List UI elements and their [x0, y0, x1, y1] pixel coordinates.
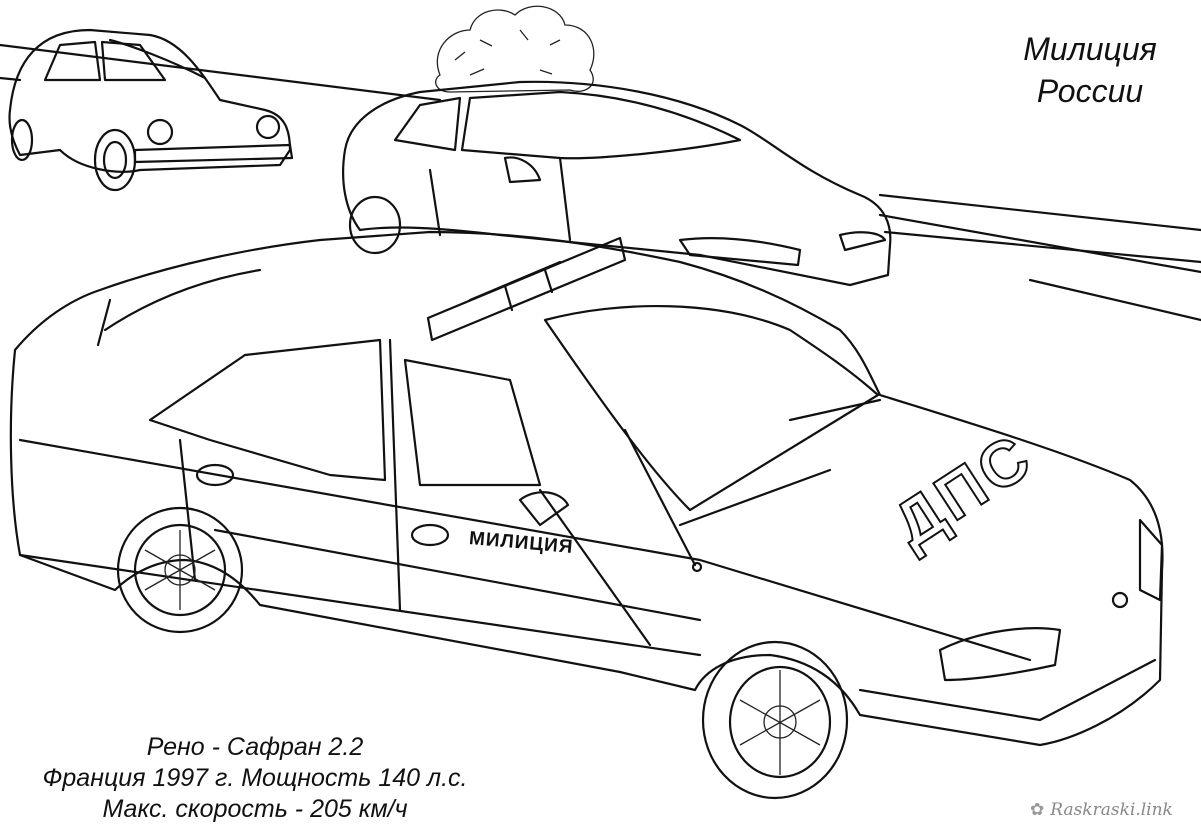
- caption-line-3: Макс. скорость - 205 км/ч: [102, 795, 408, 823]
- car-caption: Рено - Сафран 2.2 Франция 1997 г. Мощнос…: [0, 732, 510, 825]
- road-lines: [0, 43, 1201, 322]
- watermark-text: Raskraski.link: [1050, 800, 1173, 820]
- title-line-2: России: [1036, 73, 1144, 109]
- coupe-car: [342, 80, 892, 287]
- tree-icon: [435, 5, 595, 93]
- police-car: [9, 230, 1164, 800]
- beetle-car: [8, 28, 294, 192]
- page-title: Милиция России: [990, 28, 1190, 112]
- flower-icon: ✿: [1030, 800, 1045, 820]
- title-line-1: Милиция: [1023, 31, 1157, 67]
- caption-line-2: Франция 1997 г. Мощность 140 л.с.: [42, 764, 468, 792]
- watermark: ✿Raskraski.link: [1030, 800, 1173, 820]
- caption-line-1: Рено - Сафран 2.2: [146, 733, 364, 761]
